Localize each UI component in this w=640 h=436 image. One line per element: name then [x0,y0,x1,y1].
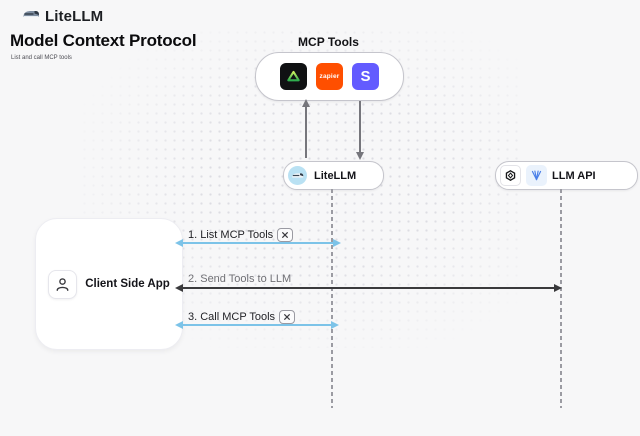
mcp-tools-box[interactable]: zapier S [255,52,404,101]
llm-api-lifeline [560,189,562,408]
litellm-train-icon [22,7,40,25]
arrow-call-mcp-tools [175,321,339,329]
blue-provider-icon [526,165,547,186]
person-icon [48,269,78,299]
arrowhead-down-icon [355,152,364,160]
zapier-icon[interactable]: zapier [316,63,343,90]
message-2-label: 2. Send Tools to LLM [188,273,291,285]
llm-api-node[interactable]: LLM API [495,161,638,190]
message-2-text: 2. Send Tools to LLM [188,273,292,285]
message-3-label: 3. Call MCP Tools [188,310,296,324]
brand: LiteLLM [22,7,103,25]
arrowhead-left-icon [175,284,183,292]
zapier-wordmark: zapier [319,73,340,80]
page-subtitle: List and call MCP tools [11,55,72,61]
arrow-litellm-to-mcp [301,99,310,158]
llm-api-node-label: LLM API [552,169,596,182]
arrow-list-mcp-tools [175,239,341,247]
litellm-lifeline [331,189,333,408]
tools-icon [277,228,294,242]
stripe-letter: S [360,67,371,85]
litellm-train-icon [288,166,307,185]
green-triangle-icon[interactable] [280,63,307,90]
arrowhead-up-icon [301,99,310,107]
arrowhead-right-icon [333,239,341,247]
message-1-text: 1. List MCP Tools [188,229,274,241]
litellm-node-label: LiteLLM [314,169,357,182]
arrowhead-left-icon [175,321,183,329]
brand-name: LiteLLM [45,7,104,25]
arrowhead-right-icon [554,284,562,292]
arrow-mcp-to-litellm [355,101,364,160]
message-1-label: 1. List MCP Tools [188,228,294,242]
message-3-text: 3. Call MCP Tools [188,311,276,323]
arrowhead-left-icon [175,239,183,247]
stripe-icon[interactable]: S [352,63,379,90]
client-node-label: Client Side App [85,278,170,290]
openai-icon [500,165,521,186]
page-title: Model Context Protocol [10,31,197,50]
arrowhead-right-icon [331,321,339,329]
mcp-tools-label: MCP Tools [298,35,359,49]
tools-icon [279,310,296,324]
client-side-app-node[interactable]: Client Side App [35,218,183,350]
arrow-send-tools-to-llm [175,284,562,292]
litellm-node[interactable]: LiteLLM [283,161,384,190]
